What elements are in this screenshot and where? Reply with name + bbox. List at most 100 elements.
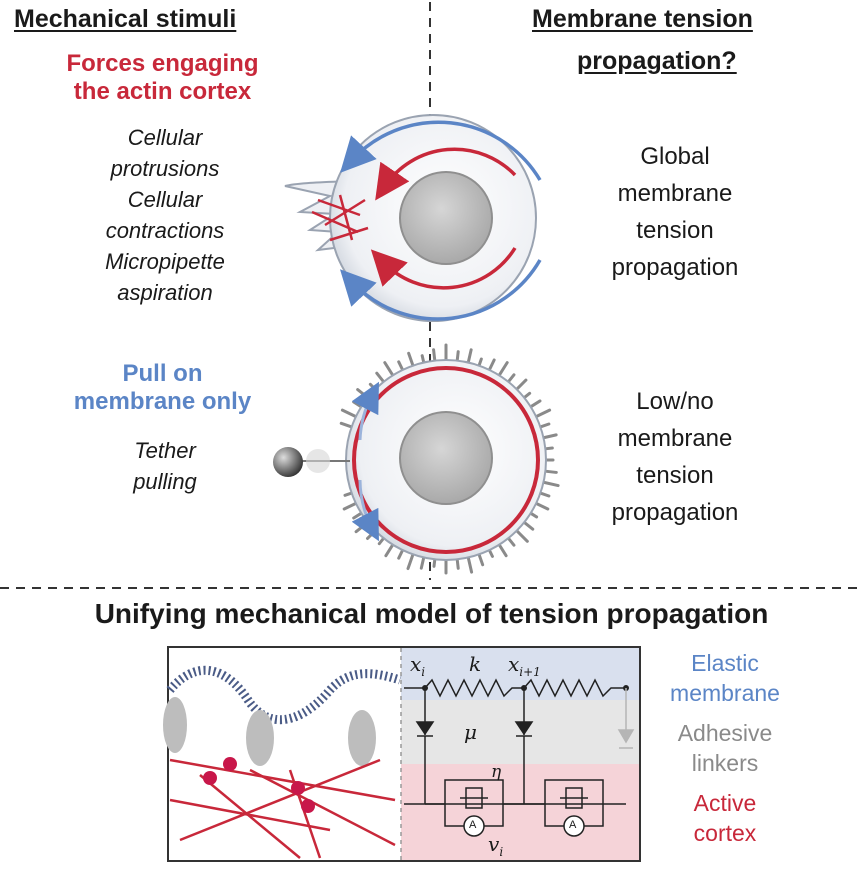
- stimulus-line: Micropipette: [105, 249, 225, 274]
- actin-network: [169, 758, 396, 859]
- membrane-ruffle: [455, 350, 460, 363]
- left-header: Mechanical stimuli: [14, 5, 237, 33]
- global-line: tension: [636, 217, 714, 244]
- legend-line: linkers: [691, 750, 759, 776]
- legend-membrane: Elastic membrane: [650, 648, 800, 708]
- membrane-ruffle: [340, 408, 358, 419]
- membrane-ruffle: [515, 378, 528, 391]
- linker-protein: [163, 697, 187, 753]
- low-line: Low/no: [636, 388, 714, 415]
- membrane-arrow-lower: [339, 259, 542, 321]
- membrane-ruffle: [420, 354, 426, 365]
- actuator-label: A: [569, 819, 577, 831]
- membrane-ruffle: [538, 491, 551, 498]
- low-line: propagation: [611, 499, 739, 526]
- cortex-forces-line1: Forces engaging: [66, 50, 259, 77]
- membrane-ruffle: [522, 391, 532, 400]
- membrane-ruffle: [339, 421, 354, 429]
- linker-protein: [348, 710, 376, 766]
- membrane-ruffle: [543, 469, 558, 474]
- membrane-ruffle: [356, 388, 370, 400]
- membrane-ruffle: [384, 543, 395, 558]
- membrane-ruffle: [383, 361, 395, 377]
- membrane-ruffle: [534, 501, 550, 511]
- actin-mesh: [311, 194, 369, 242]
- membrane-arrow-upper: [340, 120, 542, 181]
- membrane-ruffle: [342, 501, 358, 511]
- membrane-ruffle: [497, 361, 509, 377]
- nucleus-2: [399, 411, 493, 505]
- membrane-ruffle: [343, 491, 354, 497]
- symbol-eta: η: [491, 762, 502, 782]
- membrane-ruffle: [543, 446, 554, 451]
- membrane-ruffle: [487, 548, 494, 558]
- membrane-ruffle: [529, 511, 539, 519]
- actuator-1: [463, 815, 485, 837]
- cortex-forces-line2: the actin cortex: [73, 78, 252, 105]
- bead-ghost: [306, 449, 330, 473]
- membrane-ruffle: [352, 400, 363, 409]
- cell-cortex-forces: [284, 114, 542, 322]
- membrane-ruffle: [432, 557, 437, 568]
- band-membrane: [401, 648, 639, 700]
- pull-line2: membrane only: [73, 388, 252, 415]
- band-linkers: [401, 700, 639, 764]
- membrane-ruffle: [466, 555, 474, 574]
- membrane-ruffle: [375, 371, 386, 384]
- membrane-ruffle: [538, 422, 551, 429]
- spring-chain: [404, 678, 626, 698]
- membrane-ruffle: [477, 357, 483, 368]
- actuator-2: [563, 815, 585, 837]
- membrane-ruffle: [354, 520, 370, 534]
- membrane-ruffle: [497, 543, 508, 558]
- cortex-arrow-upper: [375, 147, 517, 201]
- membrane-ruffle: [377, 536, 386, 546]
- symbol-mu: μ: [464, 720, 477, 744]
- stimulus-line: protrusions: [110, 156, 220, 181]
- low-propagation-label: Low/no membrane tension propagation: [580, 383, 770, 531]
- legend-line: Adhesive: [677, 720, 773, 746]
- symbol-v-i: vi: [488, 832, 504, 859]
- right-header-line2: propagation?: [577, 47, 737, 75]
- membrane-ruffle: [406, 552, 415, 571]
- model-title: Unifying mechanical model of tension pro…: [94, 598, 769, 629]
- cell-tether: [273, 343, 560, 575]
- cortex-forces-label: Forces engaging the actin cortex: [40, 50, 285, 106]
- membrane-ruffle: [487, 358, 496, 372]
- stimulus-line: aspiration: [117, 280, 213, 305]
- tether-line2: pulling: [133, 469, 197, 494]
- symbol-x-i: xi: [410, 652, 426, 679]
- stimulus-line: Cellular: [127, 125, 203, 150]
- cortex-ring: [352, 366, 540, 554]
- low-line: tension: [636, 462, 714, 489]
- legend-cortex: Active cortex: [650, 788, 800, 848]
- membrane-ruffle: [541, 480, 560, 488]
- membrane-ruffle: [477, 552, 485, 567]
- nucleus: [399, 171, 493, 265]
- global-line: Global: [640, 143, 710, 170]
- legend-linkers: Adhesive linkers: [650, 718, 800, 778]
- pull-label: Pull on membrane only: [40, 360, 285, 416]
- low-line: membrane: [617, 425, 733, 452]
- membrane-ruffle: [397, 360, 405, 372]
- symbol-x-i1: xi+1: [508, 652, 541, 679]
- global-line: propagation: [611, 254, 739, 281]
- membrane-ruffle: [506, 536, 516, 547]
- actuator-label: A: [469, 819, 477, 831]
- model-panel: [163, 646, 641, 862]
- myosin-motors: [203, 757, 315, 813]
- membrane-ruffle: [455, 557, 460, 570]
- symbol-k: k: [469, 652, 482, 676]
- tether-arrow-down: [351, 479, 379, 542]
- lipid-bilayer: [166, 665, 402, 725]
- stimuli-list: Cellular protrusions Cellular contractio…: [70, 122, 260, 308]
- linker-protein: [246, 710, 274, 766]
- global-line: membrane: [617, 180, 733, 207]
- global-propagation-label: Global membrane tension propagation: [580, 138, 770, 286]
- right-header-line1: Membrane tension: [532, 5, 753, 33]
- legend-line: Active: [693, 790, 757, 816]
- membrane-ruffle: [397, 548, 405, 560]
- legend-line: cortex: [693, 820, 757, 846]
- membrane-ruffle: [534, 408, 552, 419]
